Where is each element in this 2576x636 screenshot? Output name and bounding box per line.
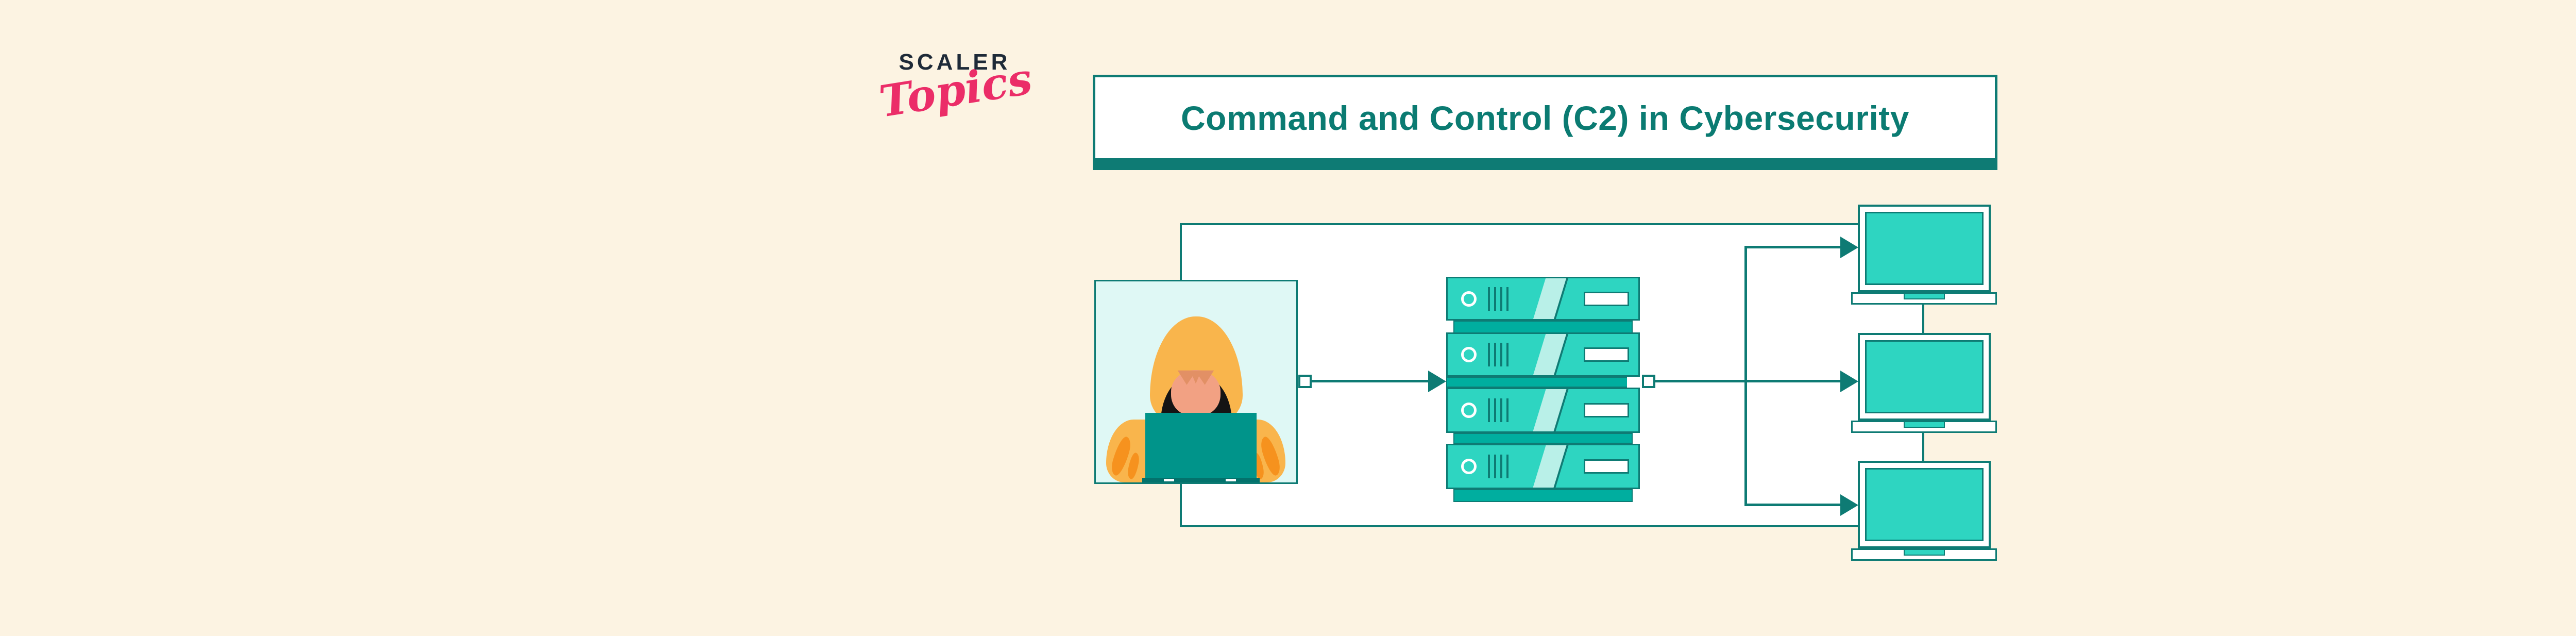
- page-title: Command and Control (C2) in Cybersecurit…: [1180, 98, 1909, 137]
- laptop-foot: [1226, 479, 1236, 481]
- monitor-base: [1851, 421, 1997, 433]
- monitor-screen: [1865, 468, 1984, 541]
- server-led-panel: [1584, 291, 1629, 306]
- server-led-panel: [1584, 459, 1629, 474]
- server-power-ring-icon: [1461, 403, 1477, 418]
- server-power-ring-icon: [1461, 459, 1477, 474]
- monitor-screen: [1865, 340, 1984, 413]
- arrow-to-victim1-head: [1840, 237, 1858, 258]
- server-vents-icon: [1488, 343, 1509, 366]
- server-unit: [1446, 277, 1640, 321]
- server-vents-icon: [1488, 398, 1509, 422]
- monitor-base-notch: [1903, 294, 1945, 299]
- hacker-laptop: [1145, 413, 1257, 479]
- server-stripe: [1532, 334, 1569, 375]
- server-vents-icon: [1488, 287, 1509, 311]
- victim-monitor-3: [1851, 461, 1997, 561]
- monitor-bezel: [1858, 461, 1991, 548]
- victim-monitor-1: [1851, 205, 1997, 305]
- victim-monitor-2: [1851, 333, 1997, 433]
- arrow-server-to-victim3-line: [1745, 504, 1842, 506]
- server-rack-spacer: [1453, 321, 1633, 333]
- server-stripe: [1532, 389, 1569, 431]
- port-square-attacker: [1298, 375, 1312, 388]
- distribution-branch-line: [1744, 246, 1747, 506]
- monitor-base: [1851, 548, 1997, 561]
- server-led-panel: [1584, 347, 1629, 362]
- server-vents-icon: [1488, 455, 1509, 478]
- server-unit: [1446, 444, 1640, 489]
- server-led-panel: [1584, 403, 1629, 417]
- server-stripe: [1532, 445, 1569, 488]
- server-power-ring-icon: [1461, 291, 1477, 307]
- server-rack-spacer: [1453, 433, 1633, 444]
- title-banner: Command and Control (C2) in Cybersecurit…: [1093, 75, 1997, 161]
- arrow-attacker-to-server-line: [1311, 380, 1430, 382]
- monitor-bezel: [1858, 205, 1991, 292]
- monitor-screen: [1865, 212, 1984, 285]
- monitor-bezel: [1858, 333, 1991, 421]
- monitor-base-notch: [1903, 422, 1945, 428]
- brand-wordmark: SCALER: [899, 49, 1011, 75]
- arrow-server-to-victim1-line: [1745, 246, 1842, 248]
- port-square-server: [1642, 375, 1655, 388]
- monitor-base-notch: [1903, 550, 1945, 556]
- laptop-foot: [1164, 479, 1174, 481]
- server-stripe: [1532, 278, 1569, 319]
- attacker-node: [1094, 280, 1298, 484]
- hacker-laptop-base: [1142, 478, 1260, 482]
- server-rack-spacer-mid: [1446, 377, 1640, 388]
- monitor-base: [1851, 292, 1997, 305]
- server-unit: [1446, 332, 1640, 377]
- server-port-notch: [1627, 377, 1640, 388]
- arrow-attacker-to-server-head: [1428, 371, 1446, 392]
- arrow-to-victim3-head: [1840, 494, 1858, 516]
- title-banner-shadow: [1093, 160, 1997, 170]
- server-power-ring-icon: [1461, 347, 1477, 362]
- server-rack-base: [1453, 489, 1633, 502]
- arrow-to-victim2-head: [1840, 371, 1858, 392]
- server-unit: [1446, 388, 1640, 433]
- arrow-server-to-victim2-line: [1654, 380, 1842, 382]
- c2-server-stack: [1446, 277, 1640, 502]
